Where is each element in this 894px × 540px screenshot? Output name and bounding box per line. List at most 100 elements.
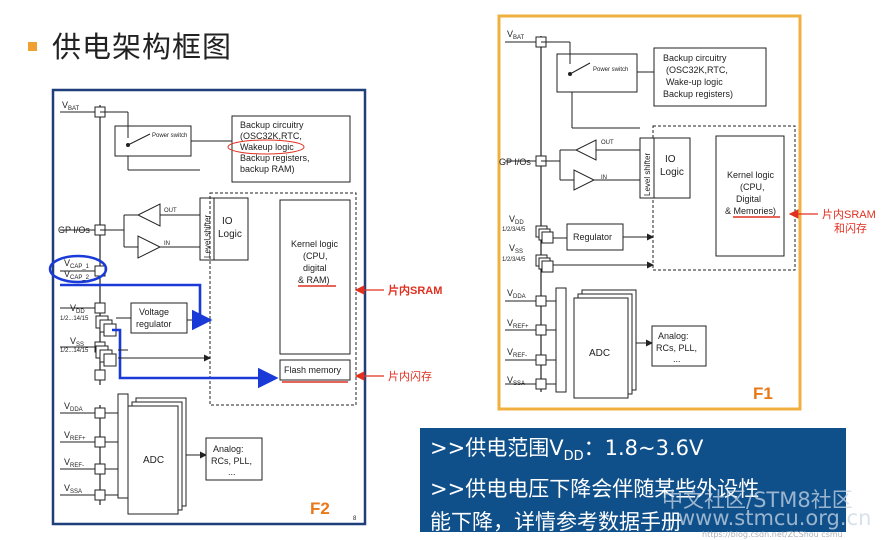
svg-text:IO: IO: [222, 216, 233, 227]
svg-text:Backup registers): Backup registers): [663, 89, 733, 99]
svg-text:SS: SS: [515, 249, 523, 255]
f2-anno-sram: 片内SRAM: [388, 283, 442, 297]
svg-text:(OSC32K,RTC,: (OSC32K,RTC,: [240, 131, 302, 141]
svg-text:V: V: [509, 214, 515, 224]
svg-text:V: V: [64, 269, 70, 279]
svg-text:V: V: [64, 457, 70, 467]
svg-text:RCs, PLL,: RCs, PLL,: [211, 456, 252, 466]
svg-text:V: V: [507, 29, 513, 39]
svg-text:REF-: REF-: [70, 463, 84, 469]
svg-text:Power switch: Power switch: [593, 67, 628, 73]
svg-text:backup RAM): backup RAM): [240, 164, 295, 174]
svg-text:Kernel logic: Kernel logic: [291, 239, 339, 249]
svg-text:& RAM): & RAM): [298, 275, 330, 285]
watermark-line-2: www.stmcu.org.cn: [678, 506, 872, 530]
svg-text:IO: IO: [665, 154, 676, 165]
svg-text:BAT: BAT: [513, 35, 525, 41]
svg-text:1/2/3/4/5: 1/2/3/4/5: [502, 227, 526, 233]
svg-text:GP I/Os: GP I/Os: [58, 225, 90, 235]
svg-text:SSA: SSA: [70, 489, 82, 495]
svg-text:V: V: [507, 375, 513, 385]
svg-text:& Memories): & Memories): [725, 206, 776, 216]
svg-text:GP I/Os: GP I/Os: [499, 157, 531, 167]
svg-text:V: V: [64, 258, 70, 268]
svg-text:CAP_1: CAP_1: [70, 264, 90, 270]
watermark-line-1: 中文社区/STM8社区: [662, 488, 853, 512]
f1-anno-flash: 和闪存: [834, 221, 867, 235]
f1-diagram: Power switch Backup circuitry (OSC32K,RT…: [497, 14, 802, 411]
svg-text:Logic: Logic: [660, 167, 684, 178]
f2-label: F2: [310, 499, 330, 518]
svg-text:REF+: REF+: [70, 436, 86, 442]
info-line-1: >>供电范围VDD：1.8~3.6V: [430, 436, 704, 465]
svg-text:ADC: ADC: [143, 455, 164, 466]
svg-text:Logic: Logic: [218, 229, 242, 240]
svg-text:CAP_2: CAP_2: [70, 275, 90, 281]
info-line-2: >>供电电压下降会伴随某些外设性: [430, 477, 760, 502]
svg-text:REF+: REF+: [513, 324, 529, 330]
page-title: 供电架构框图: [52, 30, 233, 64]
f1-label: F1: [753, 384, 773, 403]
svg-text:V: V: [64, 430, 70, 440]
svg-text:Backup registers,: Backup registers,: [240, 153, 310, 163]
svg-text:V: V: [64, 483, 70, 493]
svg-text:DD: DD: [515, 220, 524, 226]
svg-text:V: V: [507, 288, 513, 298]
svg-text:Power switch: Power switch: [152, 133, 187, 139]
svg-text:...: ...: [228, 467, 236, 477]
svg-text:Digital: Digital: [736, 194, 761, 204]
svg-text:digital: digital: [303, 263, 327, 273]
svg-text:(CPU,: (CPU,: [740, 182, 765, 192]
svg-text:IN: IN: [164, 241, 170, 247]
f2-diagram: Power switch Backup circuitry (OSC32K,RT…: [48, 88, 367, 526]
svg-text:(OSC32K,RTC,: (OSC32K,RTC,: [666, 65, 728, 75]
svg-text:Kernel logic: Kernel logic: [727, 170, 775, 180]
svg-text:V: V: [62, 100, 68, 110]
svg-text:V: V: [64, 401, 70, 411]
svg-text:V: V: [507, 347, 513, 357]
svg-text:SSA: SSA: [513, 381, 525, 387]
info-box: >>供电范围VDD：1.8~3.6V >>供电电压下降会伴随某些外设性 能下降，…: [420, 428, 846, 534]
svg-text:DDA: DDA: [513, 294, 526, 300]
f2-annotations: 片内SRAM 片内闪存: [354, 283, 442, 383]
svg-text:1/2...14/15: 1/2...14/15: [60, 348, 89, 354]
f2-anno-flash: 片内闪存: [388, 369, 432, 383]
svg-text:ADC: ADC: [589, 348, 610, 359]
svg-text:1/2/3/4/5: 1/2/3/4/5: [502, 257, 526, 263]
svg-text:RCs, PLL,: RCs, PLL,: [656, 343, 697, 353]
svg-text:Level shifter: Level shifter: [203, 215, 212, 258]
svg-text:(CPU,: (CPU,: [303, 251, 328, 261]
svg-text:Backup circuitry: Backup circuitry: [240, 120, 304, 130]
svg-text:V: V: [509, 243, 515, 253]
f1-annotations: 片内SRAM 和闪存: [788, 207, 876, 235]
svg-text:IN: IN: [601, 175, 607, 181]
svg-text:Analog:: Analog:: [658, 331, 689, 341]
svg-text:Flash memory: Flash memory: [284, 365, 342, 375]
title-bullet: [28, 42, 37, 51]
svg-text:SS: SS: [76, 342, 84, 348]
svg-text:Backup circuitry: Backup circuitry: [663, 53, 727, 63]
svg-text:V: V: [70, 303, 76, 313]
svg-text:8: 8: [353, 516, 357, 522]
svg-text:Wakeup logic: Wakeup logic: [240, 142, 294, 152]
svg-text:OUT: OUT: [601, 140, 614, 146]
svg-text:...: ...: [673, 354, 681, 364]
svg-text:OUT: OUT: [164, 208, 177, 214]
svg-text:V: V: [70, 336, 76, 346]
svg-text:DDA: DDA: [70, 407, 83, 413]
svg-text:V: V: [507, 318, 513, 328]
svg-text:Regulator: Regulator: [573, 232, 612, 242]
svg-text:Wake-up logic: Wake-up logic: [666, 77, 723, 87]
svg-text:1/2...14/15: 1/2...14/15: [60, 316, 89, 322]
svg-text:BAT: BAT: [68, 106, 80, 112]
watermark-line-3: https://blog.csdn.net/ZCShou csmu: [702, 530, 843, 539]
svg-text:DD: DD: [76, 309, 85, 315]
svg-text:REF-: REF-: [513, 353, 527, 359]
svg-text:Voltage: Voltage: [139, 307, 169, 317]
svg-text:regulator: regulator: [136, 319, 172, 329]
svg-text:Analog:: Analog:: [213, 444, 244, 454]
svg-text:Level shifter: Level shifter: [643, 153, 652, 196]
f1-anno-sram: 片内SRAM: [822, 207, 876, 221]
info-line-3: 能下降，详情参考数据手册: [430, 510, 682, 535]
